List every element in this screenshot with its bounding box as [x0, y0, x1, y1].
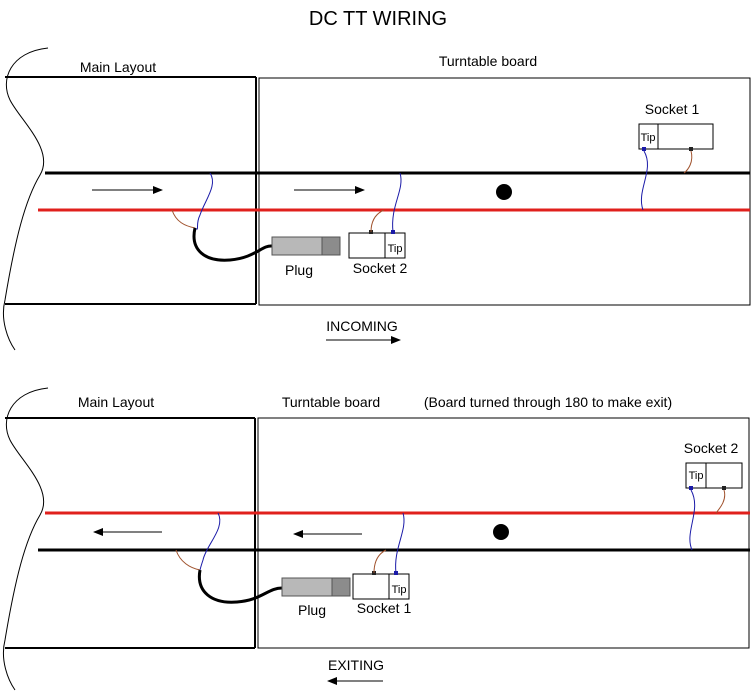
socket-bottom-tip-label: Tip — [388, 243, 403, 255]
plug — [281, 577, 351, 597]
turntable-label: Turntable board — [439, 53, 537, 69]
turntable-board — [257, 417, 750, 649]
socket-bottom-wire-blue — [392, 172, 402, 233]
exiting-panel: Main Layout Turntable board (Board turne… — [2, 387, 750, 691]
direction-label: EXITING — [328, 657, 384, 673]
socket-top — [685, 462, 743, 490]
plug-label: Plug — [285, 262, 313, 278]
plug-label: Plug — [298, 602, 326, 618]
main-layout-board — [2, 47, 257, 351]
diagram-title: DC TT WIRING — [309, 8, 447, 30]
feeder-wire-brown — [171, 209, 196, 229]
socket-top-label: Socket 1 — [645, 101, 700, 117]
feeder-wire-blue — [194, 172, 214, 230]
rotation-note: (Board turned through 180 to make exit) — [424, 394, 672, 410]
socket-bottom-wire-brown — [373, 549, 387, 574]
socket-bottom-wire-blue — [395, 512, 405, 574]
socket-top-label: Socket 2 — [684, 440, 739, 456]
socket-bottom-label: Socket 1 — [357, 600, 412, 616]
feeder-wire-blue — [199, 512, 221, 571]
plug — [271, 236, 341, 256]
socket-top-wire-blue — [641, 150, 649, 211]
socket-top-wire-blue — [689, 489, 696, 551]
turntable-board — [258, 77, 751, 306]
socket-bottom-tip-label: Tip — [392, 584, 407, 596]
socket-bottom — [352, 571, 410, 600]
socket-top-tip-label: Tip — [689, 470, 704, 482]
turntable-label: Turntable board — [282, 394, 380, 410]
feeder-wire-brown — [175, 549, 201, 571]
socket-top-wire-brown — [683, 150, 693, 174]
socket-top — [638, 123, 714, 151]
main-layout-label: Main Layout — [80, 59, 156, 75]
incoming-panel: Main Layout Turntable board Plug T — [2, 47, 751, 351]
socket-top-tip-label: Tip — [641, 132, 656, 144]
turntable-pivot — [496, 184, 512, 200]
main-layout-label: Main Layout — [78, 394, 154, 410]
socket-bottom-wire-brown — [370, 209, 385, 233]
socket-top-wire-brown — [715, 489, 726, 514]
direction-label: INCOMING — [326, 318, 398, 334]
plug-cable — [197, 569, 283, 604]
main-layout-board — [2, 387, 256, 691]
plug-cable — [192, 227, 273, 262]
socket-bottom-label: Socket 2 — [353, 260, 408, 276]
turntable-pivot — [493, 524, 509, 540]
